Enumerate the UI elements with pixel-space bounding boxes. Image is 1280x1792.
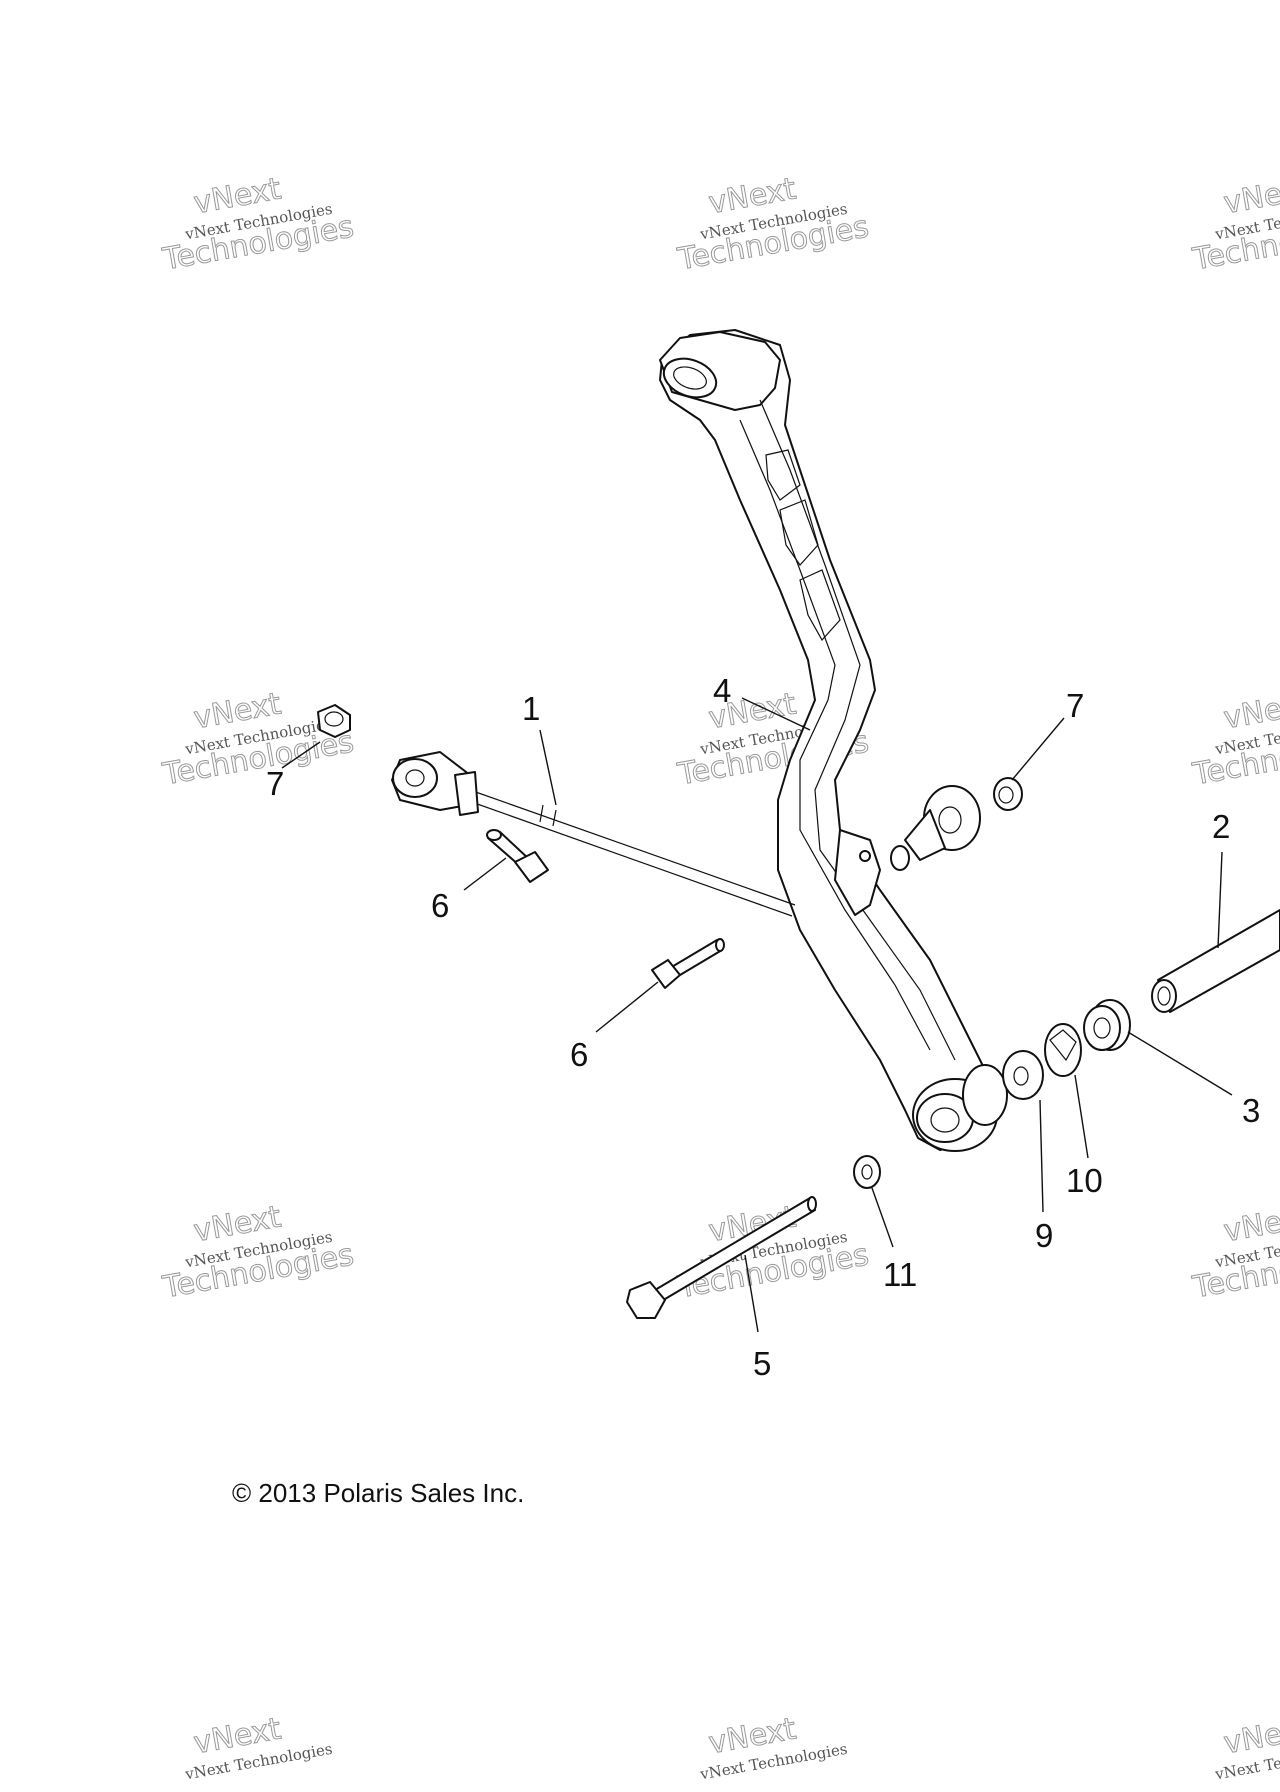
watermark-11: vNext vNext Technologies [698, 1711, 849, 1784]
watermark-4: vNext vNext Technologies Technologies [159, 686, 357, 793]
callout-7-right: 7 [1066, 687, 1084, 724]
small-washer-part [853, 1155, 881, 1189]
svg-text:vNext: vNext [1221, 1200, 1280, 1250]
watermark-10: vNext vNext Technologies [183, 1711, 334, 1784]
shift-rod-part [391, 751, 796, 917]
rod-end-linkage-part [890, 785, 981, 871]
washer-part [1002, 1050, 1044, 1100]
svg-text:vNext: vNext [1221, 1712, 1280, 1762]
watermark-12: vNext vNext Technologies [1213, 1711, 1280, 1784]
watermark-9: vNext vNext Technologies Technologies [1189, 1199, 1280, 1306]
svg-text:vNext: vNext [1221, 172, 1280, 222]
watermark-3: vNext vNext Technologies Technologies [1189, 171, 1280, 278]
callout-6-lower: 6 [570, 1036, 588, 1073]
watermark-2: vNext vNext Technologies Technologies [674, 171, 872, 278]
callout-10: 10 [1066, 1162, 1103, 1199]
callout-3: 3 [1242, 1092, 1260, 1129]
nut-part-left [317, 704, 351, 738]
copyright-notice: © 2013 Polaris Sales Inc. [232, 1478, 524, 1508]
callout-4: 4 [713, 672, 731, 709]
svg-text:vNext: vNext [1221, 687, 1280, 737]
callout-1: 1 [522, 690, 540, 727]
callout-11: 11 [883, 1256, 917, 1293]
bolt-part-upper [486, 829, 549, 883]
watermark-8: vNext vNext Technologies Technologies [674, 1199, 872, 1306]
bolt-part-lower [651, 938, 725, 989]
watermark-7: vNext vNext Technologies Technologies [159, 1199, 357, 1306]
bushing-part [1083, 999, 1131, 1051]
watermark-1: vNext vNext Technologies Technologies [159, 171, 357, 278]
nut-part-right [993, 777, 1023, 811]
leader-lines [281, 697, 1233, 1333]
callout-7-left: 7 [266, 765, 284, 802]
callout-2: 2 [1212, 808, 1230, 845]
callout-5: 5 [753, 1345, 771, 1382]
callout-9: 9 [1035, 1217, 1053, 1254]
shift-lever-part [659, 329, 1008, 1152]
callout-6-upper: 6 [431, 887, 449, 924]
long-bolt-part [626, 1196, 817, 1319]
tube-part [1151, 909, 1280, 1013]
callouts: 1 2 3 4 5 6 6 7 7 9 10 11 [266, 672, 1260, 1382]
watermark-6: vNext vNext Technologies Technologies [1189, 686, 1280, 793]
wave-washer-part [1044, 1023, 1082, 1077]
